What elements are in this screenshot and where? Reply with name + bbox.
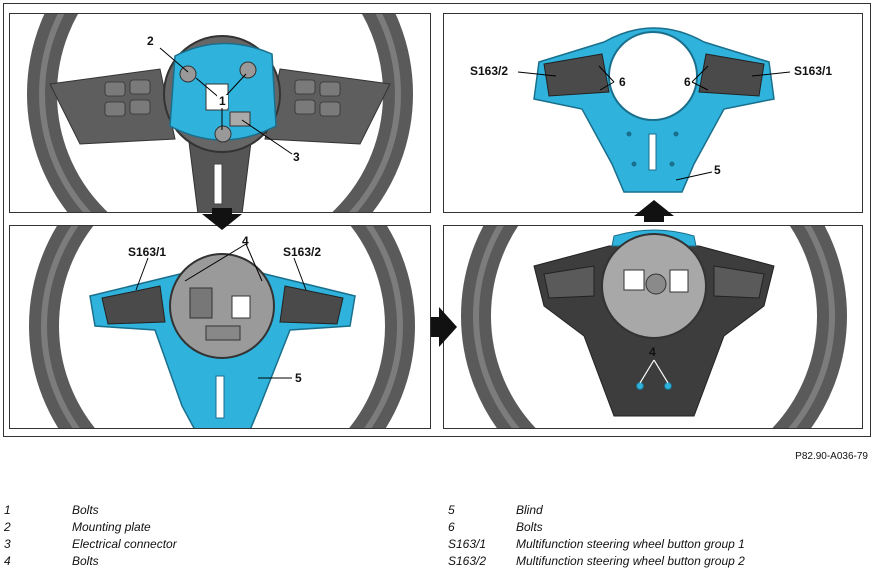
callout-6-right: 6 bbox=[684, 75, 691, 89]
callout-s163-2: S163/2 bbox=[470, 64, 509, 78]
callout-3: 3 bbox=[293, 150, 300, 164]
callout-2: 2 bbox=[147, 34, 154, 48]
legend-key: S163/1 bbox=[448, 537, 487, 551]
arrow-up-icon bbox=[634, 200, 674, 222]
steering-wheel-illustration-tl bbox=[27, 14, 413, 212]
panel-blind-removed: S163/2 S163/1 6 6 5 bbox=[443, 13, 863, 213]
legend-desc: Electrical connector bbox=[72, 537, 177, 551]
callout-4: 4 bbox=[649, 345, 656, 359]
callout-s163-1: S163/1 bbox=[794, 64, 833, 78]
legend-key: 2 bbox=[4, 520, 11, 534]
panel-mounting-plate-removal: 2 1 3 bbox=[9, 13, 431, 213]
legend-desc: Mounting plate bbox=[72, 520, 151, 534]
blind-illustration-tr bbox=[517, 27, 791, 193]
callout-1: 1 bbox=[217, 94, 228, 108]
legend-desc: Bolts bbox=[72, 503, 99, 517]
arrow-down-icon bbox=[202, 208, 242, 230]
legend-desc: Multifunction steering wheel button grou… bbox=[516, 554, 745, 568]
legend-desc: Blind bbox=[516, 503, 543, 517]
steering-wheel-illustration-bl bbox=[29, 226, 415, 428]
legend-key: 1 bbox=[4, 503, 11, 517]
legend-desc: Multifunction steering wheel button grou… bbox=[516, 537, 745, 551]
panel-blind-highlighted: S163/1 S163/2 4 5 bbox=[9, 225, 431, 429]
legend-key: 4 bbox=[4, 554, 11, 568]
callout-6-left: 6 bbox=[619, 75, 626, 89]
panel-rear-bolts: 4 bbox=[443, 225, 863, 429]
callout-s163-2: S163/2 bbox=[283, 245, 322, 259]
callout-4: 4 bbox=[242, 234, 249, 248]
callout-s163-1: S163/1 bbox=[128, 245, 167, 259]
steering-wheel-illustration-br bbox=[461, 226, 847, 428]
legend-key: S163/2 bbox=[448, 554, 487, 568]
legend-key: 3 bbox=[4, 537, 11, 551]
figure-code: P82.90-A036-79 bbox=[795, 451, 868, 462]
legend-desc: Bolts bbox=[72, 554, 99, 568]
legend-key: 5 bbox=[448, 503, 455, 517]
legend-desc: Bolts bbox=[516, 520, 543, 534]
arrow-right-icon bbox=[431, 307, 457, 347]
callout-5: 5 bbox=[295, 371, 302, 385]
legend-key: 6 bbox=[448, 520, 455, 534]
callout-5: 5 bbox=[714, 163, 721, 177]
